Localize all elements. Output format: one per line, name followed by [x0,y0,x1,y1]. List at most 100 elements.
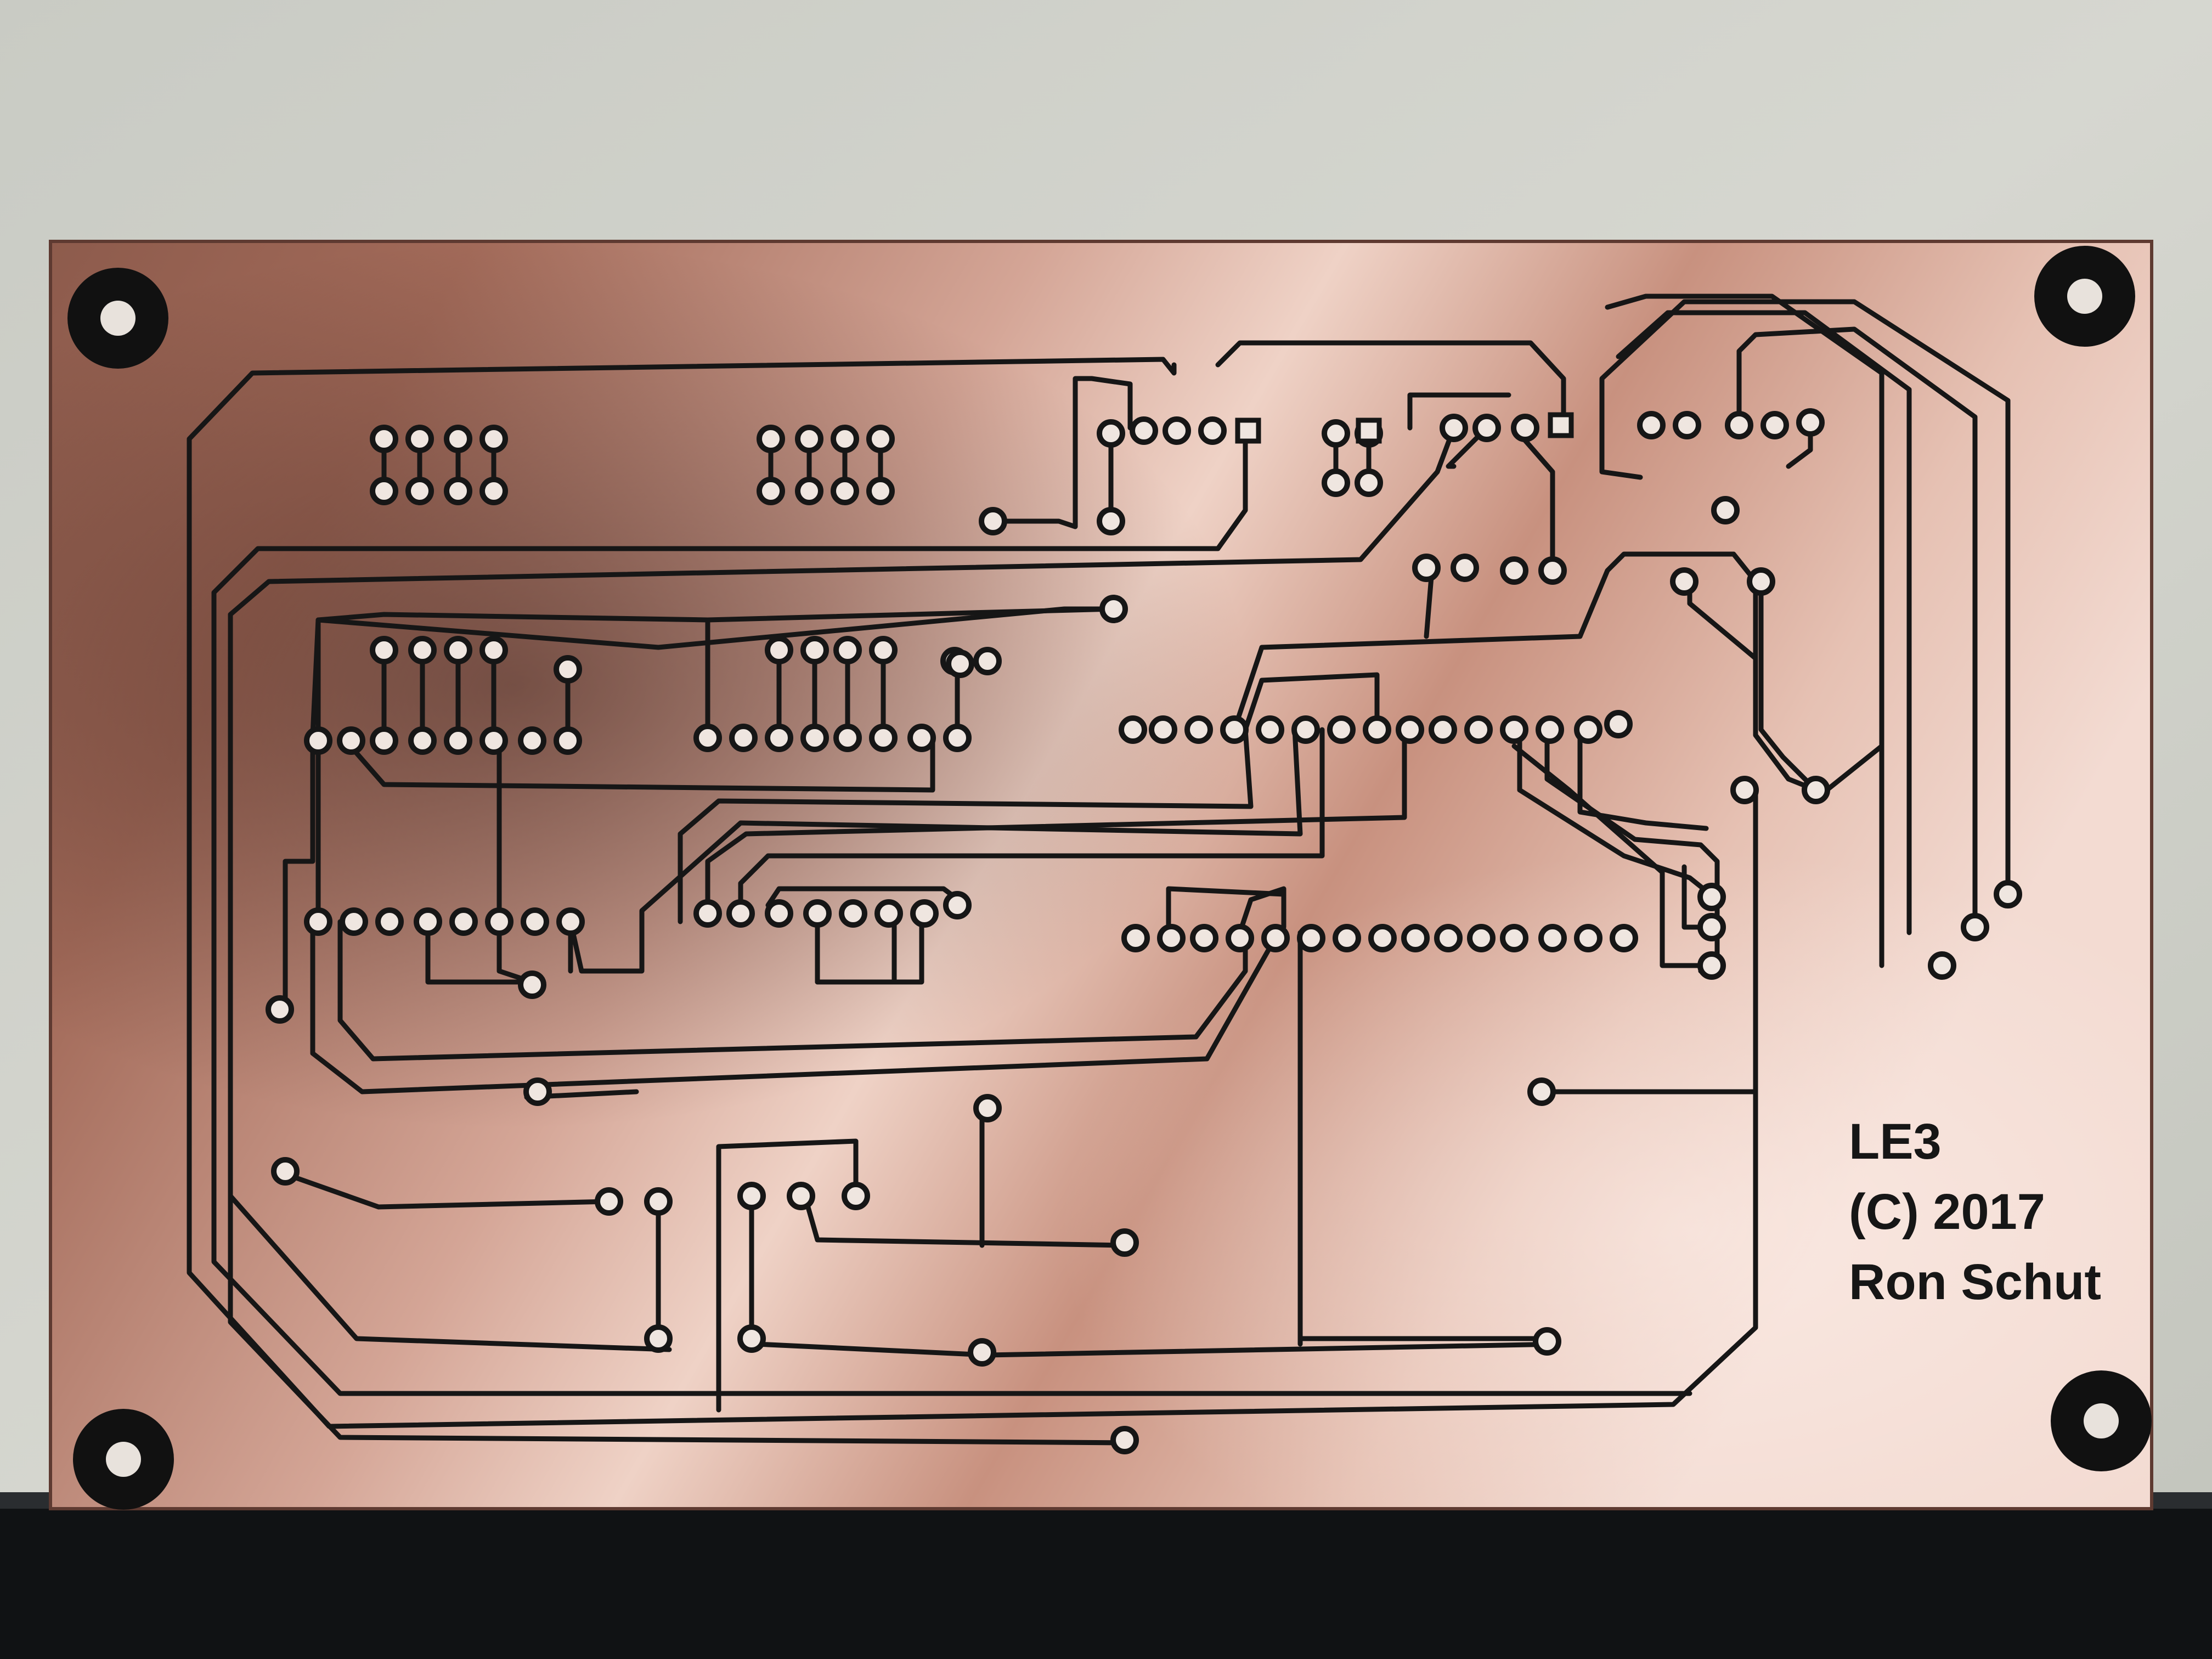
pad-icon [1291,715,1320,744]
pad-icon [370,477,398,505]
pad-icon [266,995,294,1024]
pad-icon [1711,496,1740,524]
pad-icon [1538,924,1567,952]
pad-icon [1760,411,1789,439]
pad-icon [765,724,793,752]
pad-icon [1697,883,1726,911]
pad-icon [414,907,442,936]
pad-icon [1747,567,1775,596]
pad-icon [340,907,368,936]
copper-trace [568,727,1303,974]
pad-icon [408,636,437,664]
pad-icon [874,899,903,928]
pad-icon [765,899,793,928]
pad-icon [833,724,862,752]
pad-icon [1163,416,1191,445]
pad-icon [479,726,508,755]
pad-icon [1637,411,1666,439]
pad-icon [1429,715,1457,744]
copper-trace [1166,886,1286,935]
pad-icon [1256,715,1284,744]
pad-icon [1472,414,1501,442]
pad-icon [479,636,508,664]
copper-trace [815,919,924,985]
pad-icon [866,477,895,505]
pad-icon [1110,1426,1139,1454]
pad-icon [1673,411,1701,439]
pad-icon [910,899,939,928]
copper-trace [738,727,1325,924]
pad-icon [943,724,972,752]
pad-icon [1574,715,1602,744]
pad-icon [1121,924,1150,952]
pad-icon [375,907,404,936]
pad-icon [973,1094,1002,1122]
copper-trace [1232,551,1819,793]
pad-icon [556,907,585,936]
pad-icon [831,425,859,453]
copper-trace [283,606,1116,1012]
copper-trace [716,1138,859,1413]
pad-icon [444,477,472,505]
square-pad-icon [1356,417,1382,444]
pad-icon [304,726,332,755]
pad-icon [869,724,898,752]
pad-icon [1363,715,1391,744]
pad-icon [803,899,832,928]
copper-trace [1599,299,2011,897]
silkscreen-label: LE3 (C) 2017 Ron Schut [1849,1114,2101,1310]
pad-icon [1110,1228,1139,1257]
pad-icon [644,1187,673,1216]
pad-icon [1451,554,1479,582]
copper-trace [228,425,1457,1352]
pad-icon [979,507,1007,535]
pad-icon [1725,411,1753,439]
pad-icon [1322,419,1350,448]
pad-icon [946,650,974,678]
pad-icon [831,477,859,505]
pad-icon [1697,913,1726,941]
copper-trace [228,1149,1133,1446]
pad-icon [907,724,936,752]
pad-icon [1355,469,1383,497]
pad-icon [1802,776,1830,804]
pad-icon [1604,710,1633,738]
copper-trace [283,1171,612,1210]
pcb-pads [266,408,2022,1454]
pad-icon [800,724,829,752]
pad-icon [304,907,332,936]
copper-trace [187,357,1758,1429]
pad-icon [1368,924,1397,952]
pad-icon [1670,567,1699,596]
pad-icon [1149,715,1177,744]
pad-icon [449,907,478,936]
copper-trace [1577,727,1709,831]
pad-icon [554,655,582,684]
pad-icon [1928,951,1956,980]
copper-trace [343,738,935,793]
copper-trace [1758,579,1819,793]
copper-trace [211,425,1692,1396]
pad-icon [1322,469,1350,497]
copper-trace [1511,743,1709,968]
copper-trace [1616,310,1912,935]
copper-trace [1446,425,1489,469]
pad-icon [1610,924,1638,952]
pad-icon [1130,416,1158,445]
pad-icon [405,425,434,453]
pad-icon [337,726,365,755]
pad-icon [795,477,823,505]
silkscreen-line-2: (C) 2017 [1849,1184,2045,1240]
pad-icon [1297,924,1325,952]
pad-icon [1412,554,1441,582]
silkscreen-line-3: Ron Schut [1849,1254,2101,1310]
silkscreen-line-1: LE3 [1849,1114,1942,1170]
pad-icon [693,899,722,928]
pad-icon [518,970,546,999]
copper-trace [804,1199,1127,1248]
pad-icon [523,1077,552,1106]
pad-icon [408,726,437,755]
pad-icon [1511,414,1539,442]
copper-trace [1243,672,1380,732]
pad-icon [1796,408,1825,437]
